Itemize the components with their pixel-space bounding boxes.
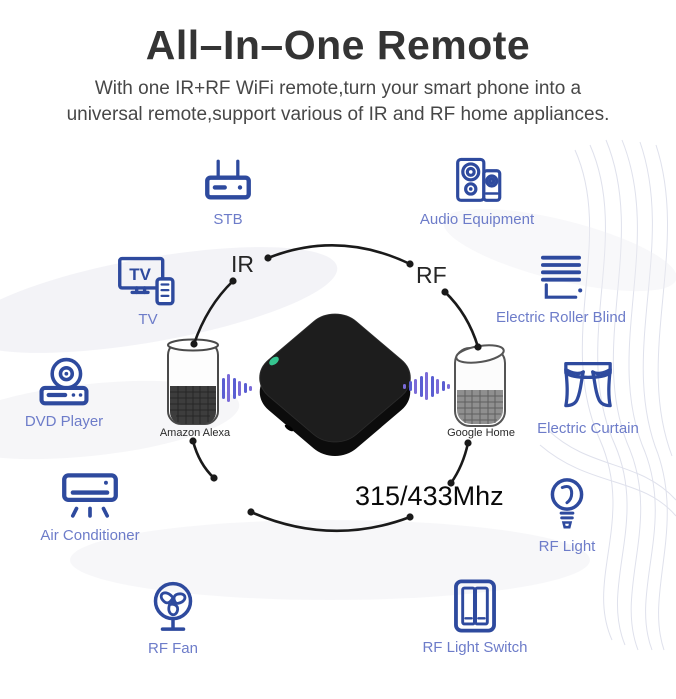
dvd-player-icon	[39, 357, 89, 406]
roller-blind-icon	[540, 255, 583, 299]
appliance-label: STB	[213, 211, 243, 228]
appliance-rf-light-switch: RF Light Switch	[403, 578, 547, 656]
speakers-icon	[456, 157, 502, 202]
light-bulb-icon	[550, 478, 584, 529]
page-subtitle: With one IR+RF WiFi remote,turn your sma…	[0, 76, 676, 128]
curtain-icon	[564, 362, 612, 408]
fan-icon	[153, 581, 193, 631]
rf-label: RF	[416, 262, 447, 288]
subtitle-line2: universal remote,support various of IR a…	[66, 104, 610, 125]
google-home-speaker	[450, 340, 510, 428]
status-led	[269, 356, 279, 366]
subtitle-line1: With one IR+RF WiFi remote,turn your sma…	[94, 78, 582, 99]
appliance-label: Electric Roller Blind	[495, 309, 627, 326]
appliance-air-conditioner: Air Conditioner	[24, 468, 156, 544]
appliance-label: RF Light	[538, 538, 596, 555]
appliance-label: Electric Curtain	[537, 420, 639, 437]
appliance-label: TV	[138, 311, 158, 328]
google-home-label: Google Home	[447, 427, 515, 439]
page-title: All–In–One Remote	[145, 22, 531, 68]
amazon-alexa-speaker	[164, 334, 222, 426]
air-conditioner-icon	[62, 473, 118, 518]
appliance-label: Air Conditioner	[40, 527, 140, 544]
light-switch-icon	[454, 579, 496, 633]
smart-ir-rf-hub-icon	[259, 313, 411, 456]
appliance-audio-equipment: Audio Equipment	[412, 156, 542, 228]
ir-label: IR	[231, 251, 254, 277]
appliance-label: Audio Equipment	[419, 211, 535, 228]
appliance-label: DVD Player	[24, 413, 104, 430]
appliance-stb: STB	[176, 158, 280, 228]
appliance-rf-light: RF Light	[515, 477, 619, 555]
sound-wave-icon	[403, 366, 450, 406]
smart-ir-rf-hub	[240, 302, 430, 462]
appliance-tv: TV TV	[86, 254, 210, 328]
appliance-label: RF Fan	[147, 640, 198, 657]
tv-with-remote-icon: TV	[118, 256, 175, 306]
appliance-electric-curtain: Electric Curtain	[520, 359, 656, 437]
amazon-alexa-label: Amazon Alexa	[159, 427, 231, 439]
svg-text:TV: TV	[129, 265, 151, 284]
appliance-label: RF Light Switch	[422, 639, 528, 656]
frequency-label: 315/433Mhz	[355, 481, 504, 511]
appliance-dvd-player: DVD Player	[6, 356, 122, 430]
appliance-electric-roller-blind: Electric Roller Blind	[487, 252, 635, 326]
stb-router-icon	[205, 159, 251, 200]
appliance-rf-fan: RF Fan	[121, 579, 225, 657]
